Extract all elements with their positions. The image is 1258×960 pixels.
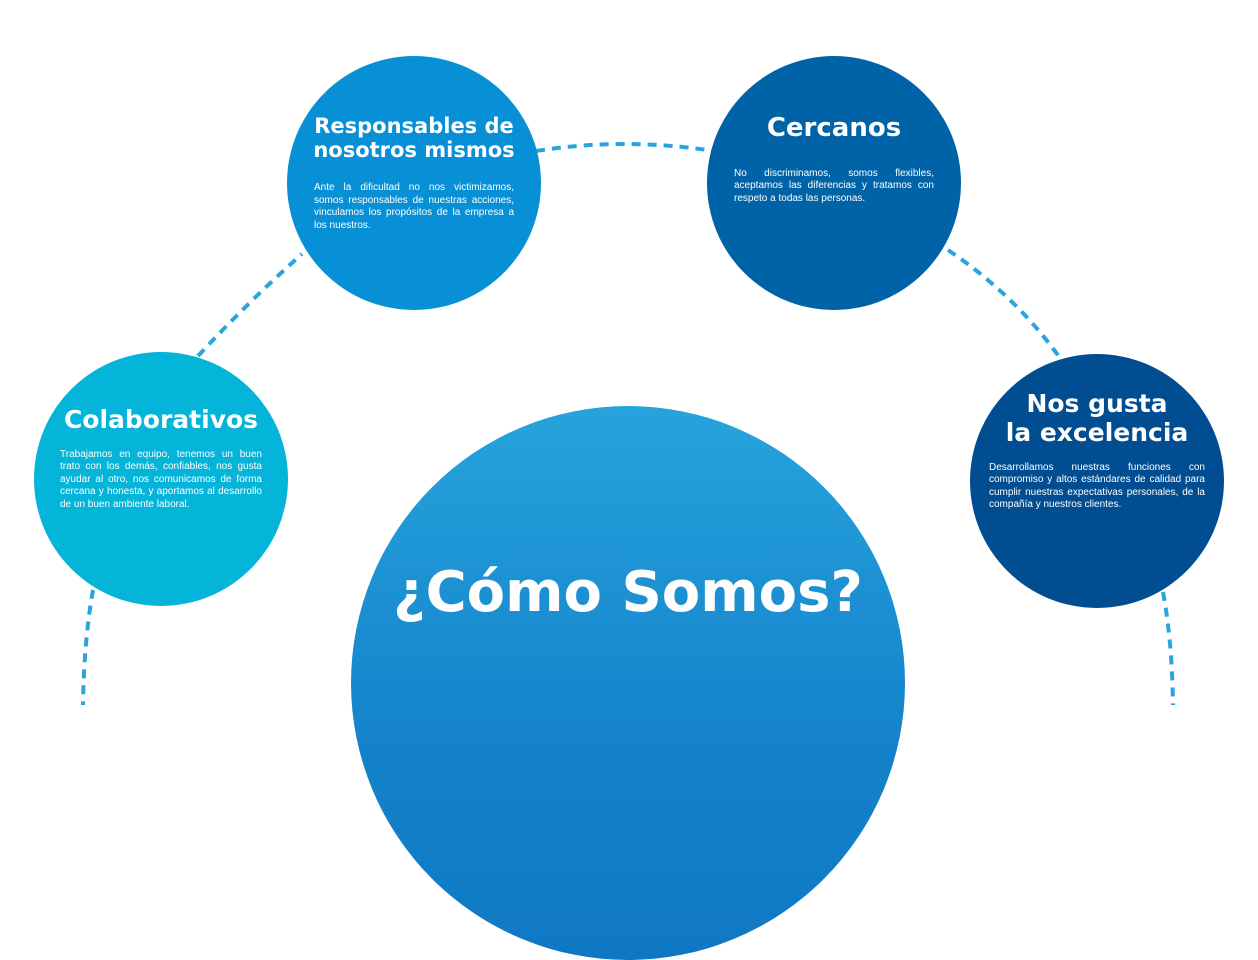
value-title-cercanos: Cercanos [766,113,902,143]
value-circle-responsables: Responsables de nosotros mismos Ante la … [287,56,541,310]
connector-colab-down [81,589,95,706]
connector-resp-to-cerc [535,142,715,153]
value-circle-colaborativos: Colaborativos Trabajamos en equipo, tene… [34,352,288,606]
main-circle [351,406,905,960]
value-title-excelencia: Nos gusta la excelencia [1005,389,1189,448]
value-text-colaborativos: Trabajamos en equipo, tenemos un buen tr… [60,448,262,510]
connector-cerc-to-exce [946,248,1062,360]
value-title-excelencia-line2: la excelencia [1005,417,1189,447]
connector-colab-to-resp [196,252,304,358]
value-title-responsables: Responsables de nosotros mismos [313,114,515,163]
value-text-cercanos: No discriminamos, somos flexibles, acept… [734,167,934,204]
value-text-responsables: Ante la dificultad no nos victimizamos, … [314,182,514,231]
dashed-arc-connectors [81,142,1175,706]
value-title-colaborativos: Colaborativos [63,405,259,434]
value-title-excelencia-line1: Nos gusta [1026,389,1168,418]
value-circle-cercanos: Cercanos No discriminamos, somos flexibl… [707,56,961,310]
value-circle-excelencia: Nos gusta la excelencia Desarrollamos nu… [970,354,1224,608]
value-text-excelencia: Desarrollamos nuestras funciones con com… [989,461,1205,511]
main-title: ¿Cómo Somos? [393,560,863,625]
connector-exce-down [1161,591,1175,706]
